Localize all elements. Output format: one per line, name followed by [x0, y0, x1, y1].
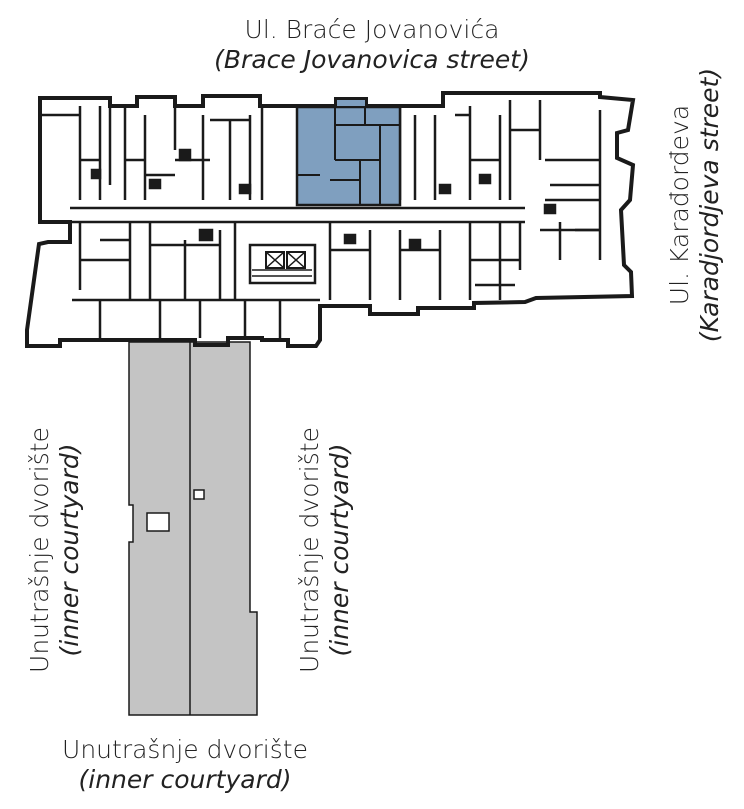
courtyard-fixture-square [146, 512, 170, 532]
courtyard-name-local: Unutrašnje dvorište [62, 735, 308, 764]
corridor [70, 206, 525, 224]
apartment-unit[interactable] [295, 105, 402, 207]
elevator-icon [265, 251, 285, 269]
street-label-brace-jovanovica: Ul. Braće Jovanovića (Brace Jovanovica s… [0, 15, 744, 75]
courtyard-label-bottom: Unutrašnje dvorište (inner courtyard) [0, 735, 370, 795]
inner-courtyard [128, 341, 258, 716]
highlighted-apartment[interactable] [295, 98, 402, 207]
street-name-local: Ul. Braće Jovanovića [244, 15, 500, 44]
courtyard-fixture-small [193, 489, 205, 500]
outer-wall [25, 91, 636, 348]
courtyard-area [128, 341, 258, 716]
building-outline [25, 91, 636, 348]
courtyard-name-english: (inner courtyard) [78, 765, 292, 794]
street-name-english: (Brace Jovanovica street) [214, 45, 530, 74]
elevator-core [248, 243, 317, 285]
apartment-balcony [335, 98, 367, 108]
apartment-interior-walls [297, 107, 400, 205]
stairs-icon [252, 269, 312, 277]
elevator-icon [286, 251, 306, 269]
